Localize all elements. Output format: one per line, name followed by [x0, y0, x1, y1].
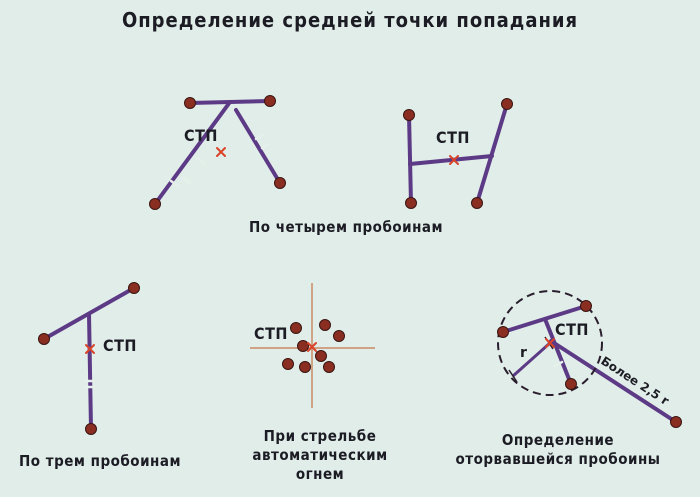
stp-label: СТП [103, 336, 137, 355]
segment-mark [254, 133, 265, 141]
bullet-hole [297, 340, 309, 352]
bullet-hole [405, 197, 417, 209]
stp-label: СТП [436, 128, 470, 147]
four-holes-cross-diagram [153, 99, 282, 206]
connecting-line [407, 113, 413, 205]
bullet-hole [323, 361, 335, 373]
caption-automatic-fire: При стрельбе автоматическим огнем [240, 427, 400, 484]
caption-line: автоматическим [252, 446, 388, 464]
page-title: Определение средней точки попадания [121, 8, 579, 32]
bullet-hole [184, 97, 196, 109]
stp-cross-mark [449, 155, 459, 165]
segment-mark [260, 142, 271, 150]
bullet-hole [274, 177, 286, 189]
bullet-hole [282, 358, 294, 370]
connecting-line [543, 317, 573, 386]
bullet-hole [128, 282, 140, 294]
caption-three-holes: По трем пробоинам [19, 452, 181, 470]
segment-mark [169, 179, 180, 188]
bullet-hole [333, 330, 345, 342]
bullet-hole [290, 322, 302, 334]
stp-cross-mark [85, 344, 95, 354]
connecting-line [549, 339, 678, 424]
bullet-hole [319, 319, 331, 331]
caption-line: Определение [501, 431, 615, 449]
stp-cross-mark [216, 147, 226, 157]
detached-hole-diagram [501, 304, 678, 424]
bullet-hole [501, 98, 513, 110]
caption-line: огнем [295, 465, 345, 483]
bullet-hole [299, 361, 311, 373]
bullet-hole [264, 95, 276, 107]
radius-line [512, 341, 551, 378]
bullet-hole [497, 326, 509, 338]
radius-tick [508, 369, 518, 383]
caption-four-holes: По четырем пробоинам [248, 218, 444, 236]
bullet-hole [565, 378, 577, 390]
bullet-hole [38, 333, 50, 345]
caption-line: При стрельбе [263, 427, 377, 445]
connecting-line [153, 100, 232, 206]
bullet-hole [471, 197, 483, 209]
stp-cross-mark [545, 338, 555, 348]
connecting-line [408, 154, 494, 166]
connecting-line [475, 102, 509, 205]
connecting-line [87, 312, 93, 431]
bullet-hole [403, 109, 415, 121]
stp-label: СТП [254, 324, 288, 343]
caption-line: оторвавшейся пробоины [455, 450, 661, 468]
bullet-hole [85, 423, 97, 435]
bullet-hole [149, 198, 161, 210]
stp-cross-mark [307, 342, 317, 352]
stp-label: СТП [555, 320, 589, 339]
segment-mark [181, 176, 192, 185]
segment-mark [553, 360, 564, 368]
radius-label: r [520, 345, 527, 361]
stp-label: СТП [184, 126, 218, 145]
bullet-hole [580, 300, 592, 312]
bullet-hole [670, 416, 682, 428]
four-holes-h-diagram [407, 102, 509, 205]
dispersion-circle [497, 290, 603, 396]
connecting-line [234, 108, 282, 185]
three-holes-diagram [42, 286, 136, 431]
caption-detached-hole: Определение оторвавшейся пробоины [440, 431, 676, 469]
bullet-hole [315, 350, 327, 362]
segment-mark [195, 156, 206, 165]
